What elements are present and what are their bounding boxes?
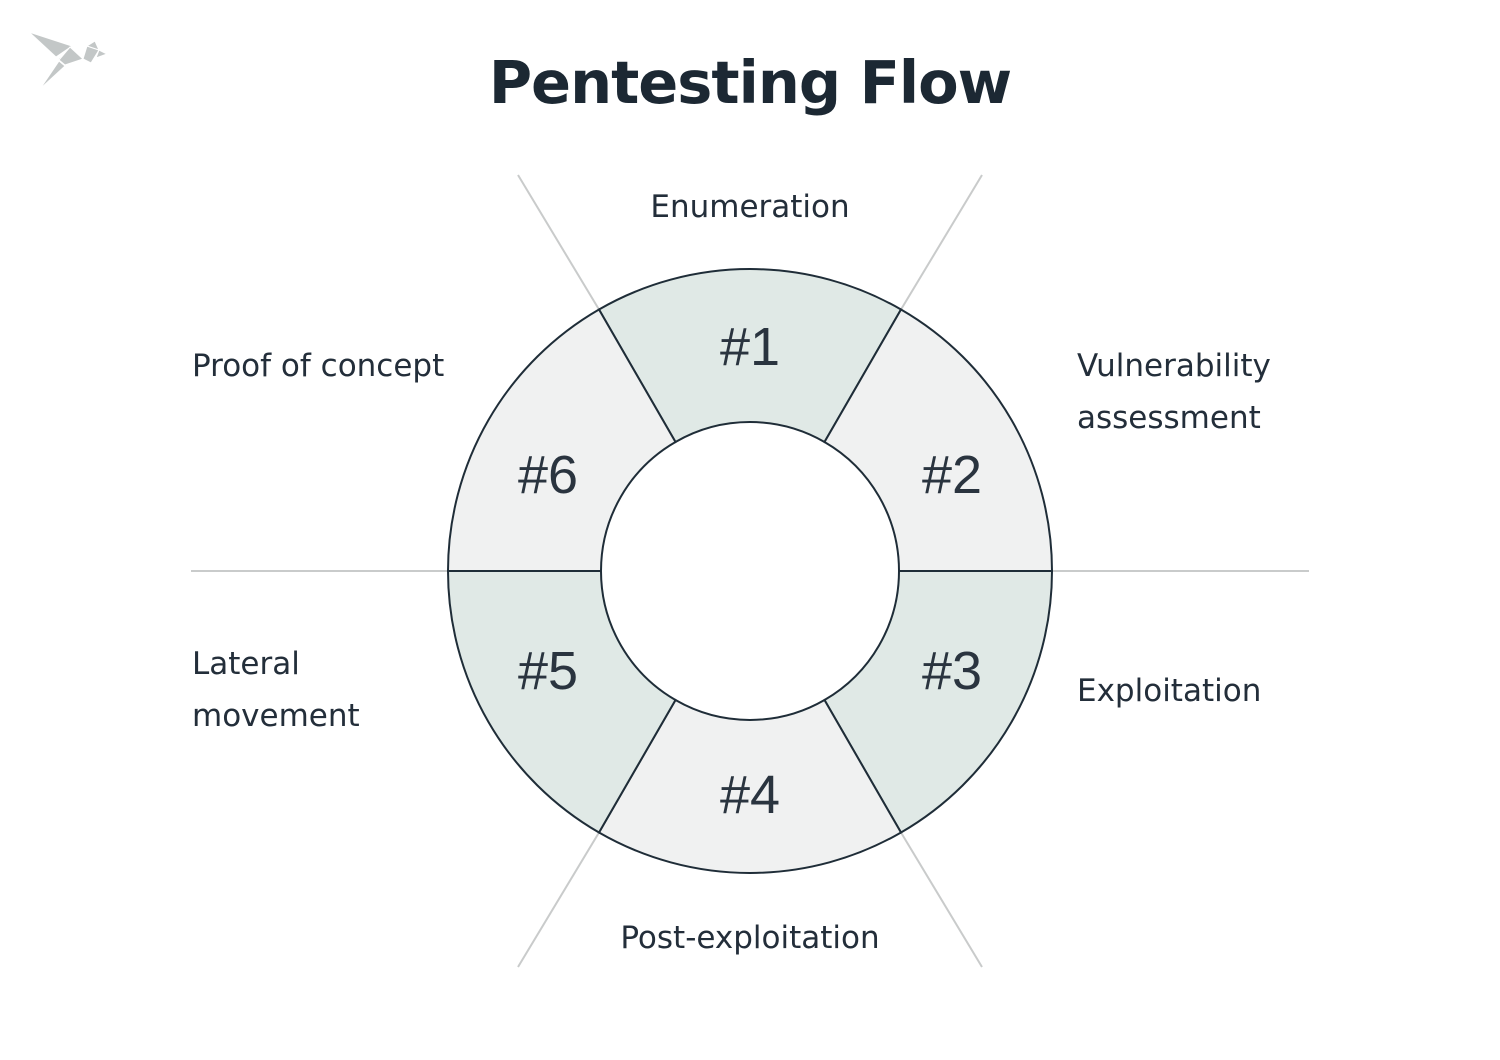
label-exploitation: Exploitation — [1077, 673, 1262, 709]
segment-6-proof-of-concept — [446, 308, 677, 572]
segment-number-4: #4 — [719, 765, 781, 825]
segment-4-post-exploitation — [597, 698, 903, 874]
label-proof-of-concept: Proof of concept — [192, 348, 445, 384]
label-lateral-movement: Lateral movement — [192, 646, 360, 734]
segment-5-lateral-movement — [446, 570, 677, 834]
segment-1-enumeration — [597, 268, 903, 444]
segment-number-5: #5 — [517, 641, 579, 701]
segment-3-exploitation — [823, 570, 1054, 834]
origami-bird-logo-icon — [28, 31, 108, 90]
segment-number-3: #3 — [921, 641, 983, 701]
segment-number-2: #2 — [921, 445, 983, 505]
label-post-exploitation: Post-exploitation — [620, 920, 880, 956]
segment-number-1: #1 — [719, 317, 781, 377]
guide-line-lower-right — [900, 831, 983, 968]
guide-line-upper-left — [517, 174, 600, 311]
guide-line-upper-right — [900, 174, 983, 311]
donut-segments — [446, 268, 1054, 874]
guide-line-lower-left — [517, 831, 600, 968]
label-vulnerability-assessment: Vulnerability assessment — [1077, 348, 1271, 436]
segment-number-6: #6 — [517, 445, 579, 505]
guide-lines — [191, 174, 1309, 968]
segment-2-vulnerability-assessment — [823, 308, 1054, 572]
label-enumeration: Enumeration — [650, 189, 850, 225]
page-title: Pentesting Flow — [488, 48, 1012, 117]
